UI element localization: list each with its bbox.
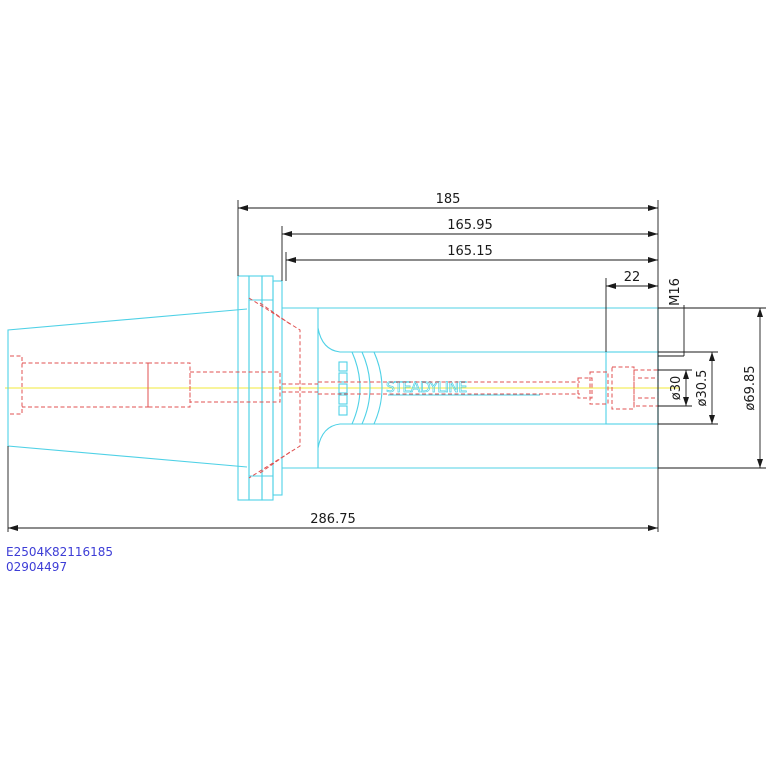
part-code-line-2: 02904497	[6, 560, 67, 574]
holder-outline	[7, 275, 659, 501]
dimension-lines	[7, 200, 766, 532]
body-marking: STEADYLINE	[386, 380, 467, 396]
dimension-dia-30: ø30	[669, 376, 684, 401]
part-code-line-1: E2504K82116185	[6, 545, 113, 559]
dimension-dia-69-85: ø69.85	[743, 365, 758, 410]
dimension-dia-30-5: ø30.5	[695, 370, 710, 407]
dimension-286-75: 286.75	[310, 512, 356, 527]
dimension-22: 22	[624, 270, 641, 285]
dimension-165-95: 165.95	[447, 218, 493, 233]
dimension-165-15: 165.15	[447, 244, 493, 259]
dimension-185: 185	[436, 192, 461, 207]
dimension-m16: M16	[668, 278, 683, 306]
